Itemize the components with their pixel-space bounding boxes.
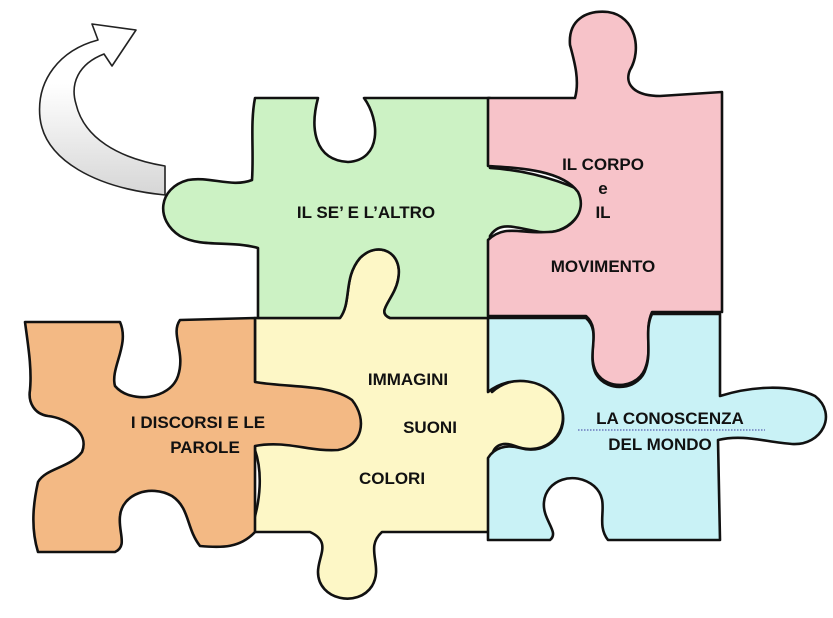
curved-arrow-icon	[38, 23, 166, 196]
piece-shape-se-altro	[162, 96, 584, 320]
puzzle-piece-discorsi	[23, 316, 363, 554]
label-se-altro: IL SE’ E L’ALTRO	[297, 203, 435, 222]
label-immagini: IMMAGINI	[368, 370, 448, 389]
label-conoscenza-line-2: DEL MONDO	[608, 435, 712, 454]
label-corpo-line-3: IL	[595, 203, 610, 222]
label-corpo-line-2: e	[598, 179, 607, 198]
piece-shape-discorsi	[23, 316, 363, 554]
label-suoni: SUONI	[403, 418, 457, 437]
label-corpo-line-4: MOVIMENTO	[551, 257, 656, 276]
puzzle-piece-conoscenza	[486, 312, 828, 542]
label-corpo-line-1: IL CORPO	[562, 155, 644, 174]
label-discorsi-line-1: I DISCORSI E LE	[131, 413, 265, 432]
puzzle-piece-se-altro	[162, 96, 584, 320]
label-colori: COLORI	[359, 469, 425, 488]
label-conoscenza-line-1: LA CONOSCENZA	[596, 409, 744, 428]
label-discorsi-line-2: PAROLE	[170, 438, 240, 457]
piece-shape-conoscenza	[486, 312, 828, 542]
